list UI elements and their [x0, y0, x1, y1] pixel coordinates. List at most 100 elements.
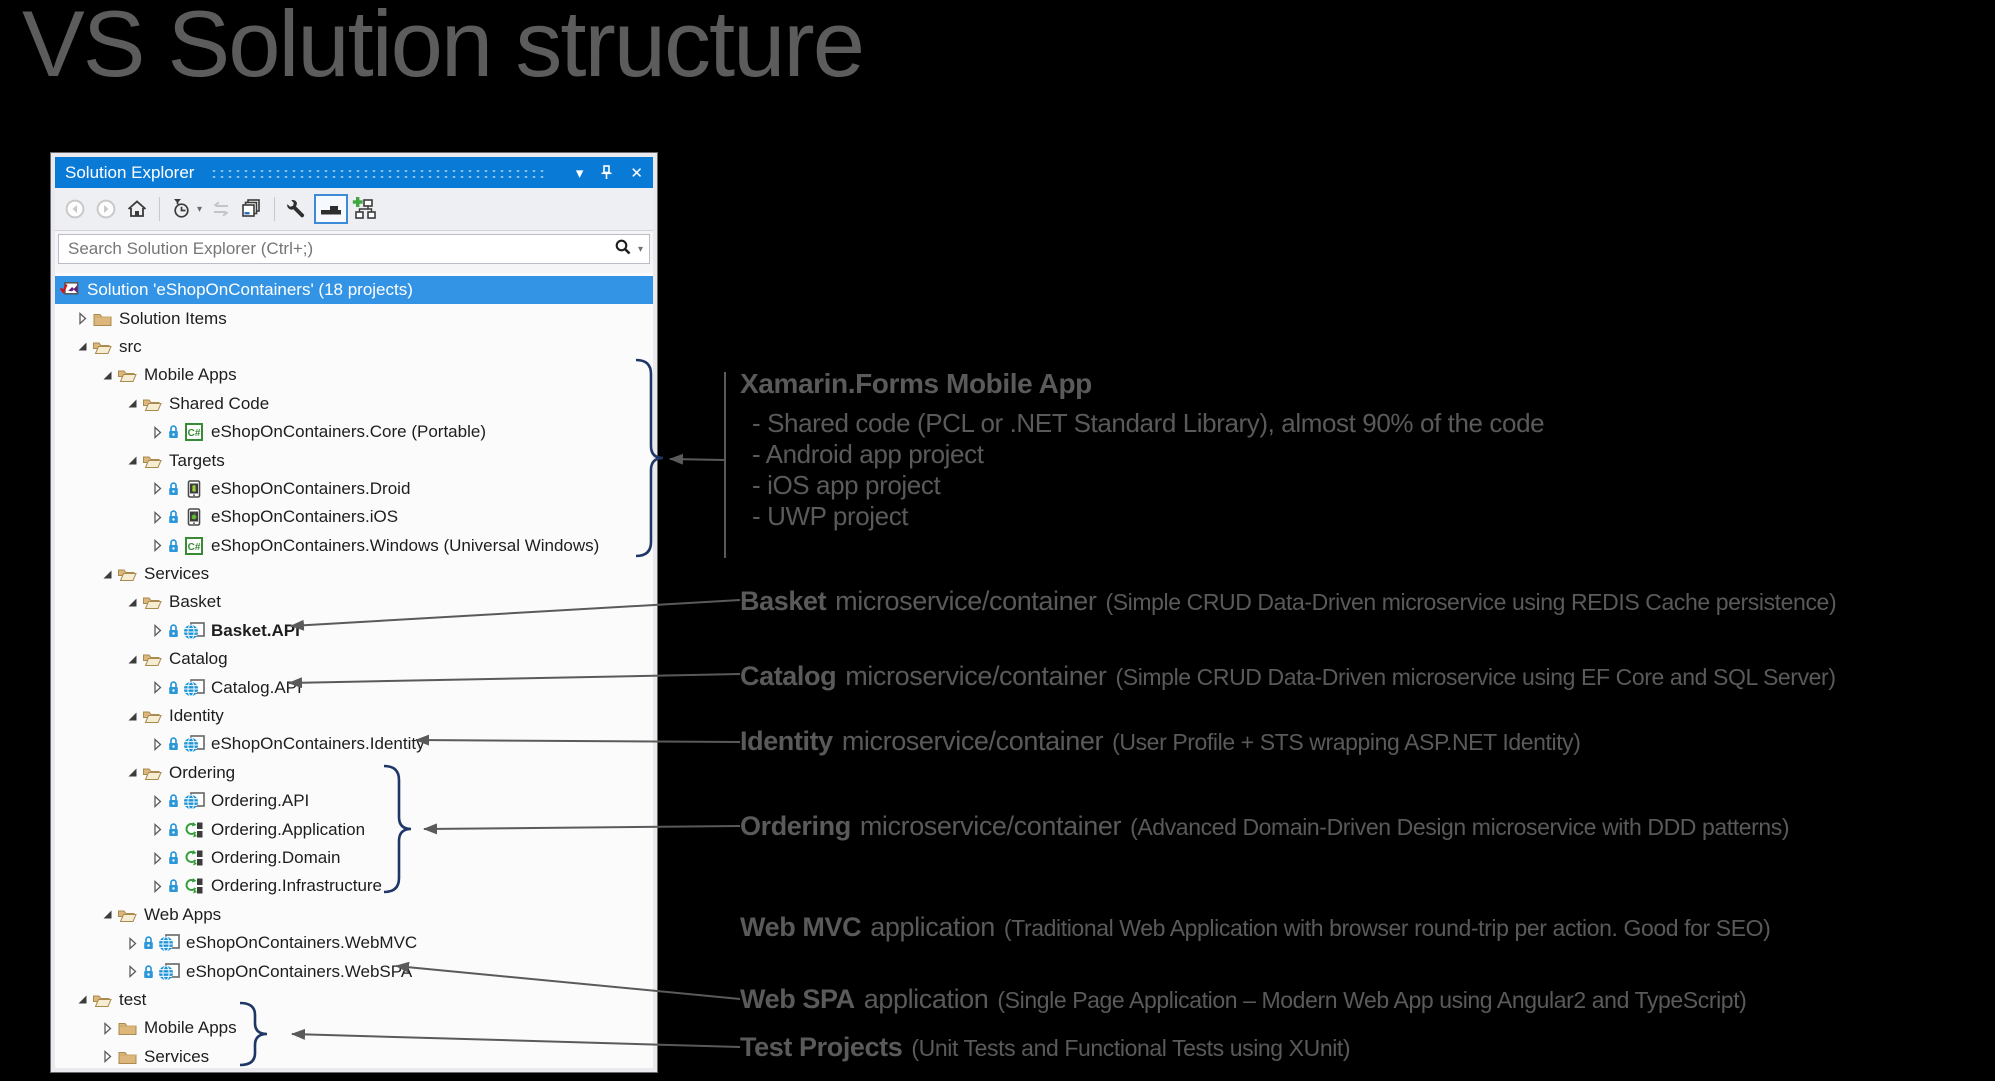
preview-selected-items-icon[interactable]	[314, 194, 349, 224]
tree-item[interactable]: Catalog	[55, 645, 653, 673]
tree-item-label: Catalog	[169, 649, 228, 669]
tree-item[interactable]: Targets	[55, 446, 653, 474]
add-diagram-icon[interactable]	[351, 195, 379, 223]
tree-item[interactable]: Services	[55, 560, 653, 588]
expander-expanded-icon[interactable]	[124, 396, 141, 411]
annotation-paren: (User Profile + STS wrapping ASP.NET Ide…	[1112, 729, 1581, 755]
tree-item[interactable]: eShopOnContainers.Identity	[55, 730, 653, 758]
expander-collapsed-icon[interactable]	[149, 737, 166, 752]
tree-item[interactable]: eShopOnContainers.WebMVC	[55, 929, 653, 957]
tree-item[interactable]: Services	[55, 1043, 653, 1068]
home-icon[interactable]	[123, 195, 151, 223]
tree-item[interactable]: Basket	[55, 588, 653, 616]
xamarin-arrow	[669, 453, 726, 465]
search-input[interactable]: Search Solution Explorer (Ctrl+;) ▾	[58, 234, 650, 264]
expander-collapsed-icon[interactable]	[149, 822, 166, 837]
search-dropdown-caret-icon[interactable]: ▾	[637, 243, 643, 255]
expander-expanded-icon[interactable]	[124, 765, 141, 780]
expander-expanded-icon[interactable]	[99, 368, 116, 383]
expander-collapsed-icon[interactable]	[149, 425, 166, 440]
tree-item-label: eShopOnContainers.WebMVC	[186, 933, 418, 953]
expander-expanded-icon[interactable]	[74, 339, 91, 354]
tree-item[interactable]: eShopOnContainers.Droid	[55, 475, 653, 503]
lock-icon	[166, 850, 181, 866]
sync-active-document-icon[interactable]	[207, 195, 235, 223]
tree-item[interactable]: Basket.API	[55, 617, 653, 645]
tree-item[interactable]: Ordering	[55, 759, 653, 787]
close-icon[interactable]: ✕	[630, 164, 643, 182]
tree-item-label: Targets	[169, 450, 225, 470]
tree-item[interactable]: Ordering.Domain	[55, 844, 653, 872]
tree-item[interactable]: Mobile Apps	[55, 361, 653, 389]
web-icon	[183, 678, 205, 697]
expander-expanded-icon[interactable]	[124, 595, 141, 610]
tree-item[interactable]: C#eShopOnContainers.Core (Portable)	[55, 418, 653, 446]
tree-item[interactable]: eShopOnContainers.iOS	[55, 503, 653, 531]
collapse-all-icon[interactable]	[238, 195, 266, 223]
tree-item[interactable]: Solution 'eShopOnContainers' (18 project…	[55, 276, 653, 305]
lock-icon	[166, 680, 181, 696]
toolbar: ▾	[55, 188, 653, 231]
expander-expanded-icon[interactable]	[124, 453, 141, 468]
tree-item[interactable]: Ordering.Application	[55, 815, 653, 843]
pending-changes-filter-icon[interactable]	[168, 195, 196, 223]
tree-item[interactable]: eShopOnContainers.WebSPA	[55, 957, 653, 985]
titlebar[interactable]: Solution Explorer ▾ ✕	[55, 157, 653, 188]
pin-icon[interactable]	[599, 164, 614, 181]
expander-collapsed-icon[interactable]	[74, 311, 91, 326]
annotation-paren: (Simple CRUD Data-Driven microservice us…	[1115, 664, 1836, 690]
search-row: Search Solution Explorer (Ctrl+;) ▾	[55, 231, 653, 273]
lock-icon	[141, 935, 156, 951]
tree-item[interactable]: Shared Code	[55, 390, 653, 418]
expander-expanded-icon[interactable]	[99, 567, 116, 582]
solution-tree: Solution 'eShopOnContainers' (18 project…	[55, 273, 653, 1068]
annotation-bold: Catalog	[740, 661, 837, 691]
tree-item[interactable]: src	[55, 333, 653, 361]
expander-collapsed-icon[interactable]	[149, 680, 166, 695]
expander-collapsed-icon[interactable]	[149, 510, 166, 525]
annotation-bold: Basket	[740, 586, 827, 616]
tree-item[interactable]: Catalog.API	[55, 673, 653, 701]
tree-item[interactable]: Solution Items	[55, 304, 653, 332]
expander-collapsed-icon[interactable]	[99, 1021, 116, 1036]
search-icon[interactable]	[614, 238, 632, 261]
expander-expanded-icon[interactable]	[99, 907, 116, 922]
lock-icon	[166, 623, 181, 639]
expander-expanded-icon[interactable]	[124, 652, 141, 667]
ios-icon	[183, 508, 205, 527]
tree-item[interactable]: Mobile Apps	[55, 1014, 653, 1042]
expander-collapsed-icon[interactable]	[149, 879, 166, 894]
annotation-title: Xamarin.Forms Mobile App	[740, 368, 1092, 399]
expander-expanded-icon[interactable]	[74, 992, 91, 1007]
expander-collapsed-icon[interactable]	[124, 936, 141, 951]
tree-item[interactable]: C#eShopOnContainers.Windows (Universal W…	[55, 532, 653, 560]
forward-icon[interactable]	[92, 195, 120, 223]
tree-item-label: eShopOnContainers.Core (Portable)	[211, 422, 486, 442]
expander-collapsed-icon[interactable]	[149, 481, 166, 496]
solution-explorer-window: Solution Explorer ▾ ✕ ▾	[50, 152, 658, 1073]
properties-wrench-icon[interactable]	[283, 195, 311, 223]
expander-expanded-icon[interactable]	[124, 709, 141, 724]
expander-collapsed-icon[interactable]	[149, 851, 166, 866]
expander-collapsed-icon[interactable]	[149, 538, 166, 553]
folder-open-icon	[91, 992, 113, 1008]
classlib-icon	[183, 849, 205, 867]
filter-dropdown-caret-icon[interactable]: ▾	[197, 203, 203, 215]
test-annotation: Test Projects(Unit Tests and Functional …	[740, 1030, 1351, 1064]
annotation-paren: (Unit Tests and Functional Tests using X…	[911, 1035, 1351, 1061]
tree-item[interactable]: Ordering.API	[55, 787, 653, 815]
window-position-chevron-icon[interactable]: ▾	[575, 164, 584, 182]
tree-item-label: test	[119, 989, 147, 1009]
tree-item[interactable]: Identity	[55, 702, 653, 730]
tree-item[interactable]: test	[55, 986, 653, 1014]
expander-collapsed-icon[interactable]	[99, 1049, 116, 1064]
tree-item[interactable]: Ordering.Infrastructure	[55, 872, 653, 900]
titlebar-grip-dots[interactable]	[210, 168, 546, 181]
tree-item-label: Solution 'eShopOnContainers' (18 project…	[87, 280, 413, 300]
tree-item[interactable]: Web Apps	[55, 901, 653, 929]
back-icon[interactable]	[61, 195, 89, 223]
expander-collapsed-icon[interactable]	[124, 964, 141, 979]
expander-collapsed-icon[interactable]	[149, 623, 166, 638]
expander-collapsed-icon[interactable]	[149, 794, 166, 809]
